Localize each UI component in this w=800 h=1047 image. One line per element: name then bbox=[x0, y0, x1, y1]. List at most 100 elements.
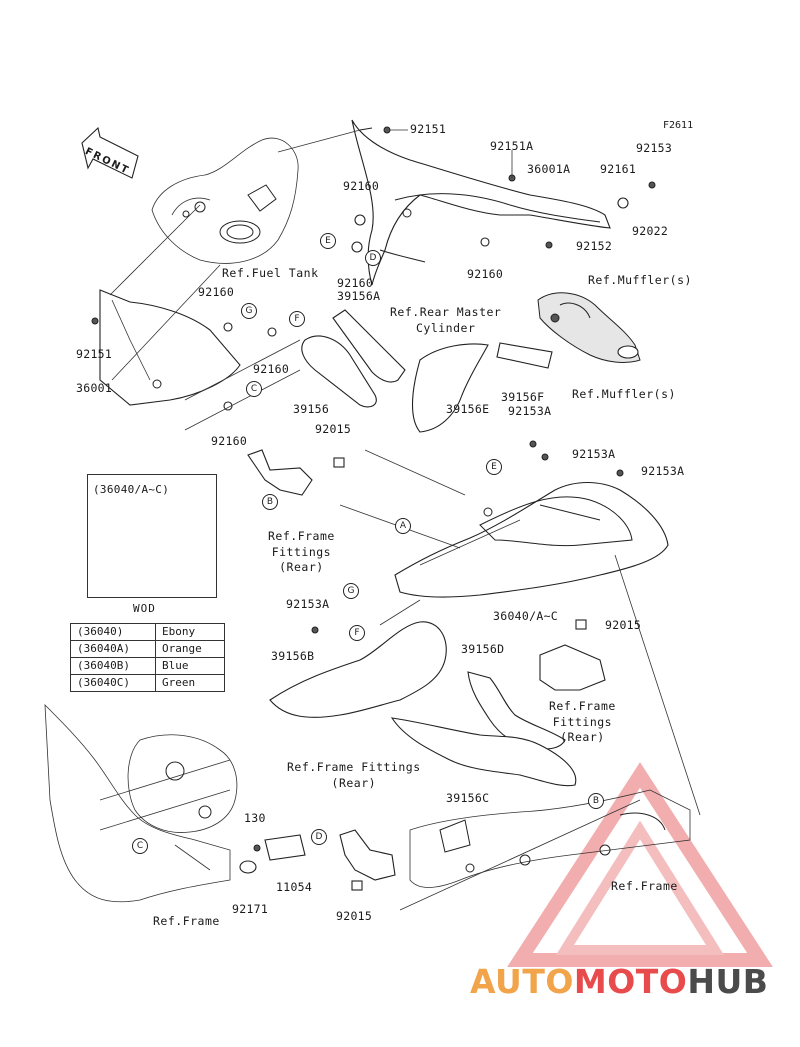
leader-lines bbox=[99, 129, 701, 911]
color-row: (36040A) Orange bbox=[70, 640, 225, 658]
pad-39156A bbox=[332, 309, 406, 383]
color-row: (36040C) Green bbox=[70, 674, 225, 692]
callout-letter: C bbox=[132, 838, 148, 854]
watermark-logo: AUTOMOTOHUB bbox=[470, 962, 768, 1001]
part-label: 92160 bbox=[343, 179, 380, 193]
part-label: 39156D bbox=[461, 642, 505, 656]
pad-39156B bbox=[269, 621, 447, 718]
part-label: 39156A bbox=[337, 289, 381, 303]
part-label: 92153 bbox=[636, 141, 673, 155]
callout-letter: G bbox=[343, 583, 359, 599]
part-label: 92160 bbox=[253, 362, 290, 376]
part-label: 92160 bbox=[337, 276, 374, 290]
ref-frame-right: Ref.Frame bbox=[611, 879, 678, 893]
part-label: 92153A bbox=[572, 447, 616, 461]
color-name: Orange bbox=[155, 640, 225, 658]
watermark-part-moto: MOTO bbox=[573, 962, 688, 1001]
part-label: 92015 bbox=[336, 909, 373, 923]
part-36040-seat-cowl bbox=[394, 482, 669, 598]
callout-letter: B bbox=[262, 494, 278, 510]
ref-muffler-top: Ref.Muffler(s) bbox=[588, 273, 692, 287]
color-row: (36040) Ebony bbox=[70, 623, 225, 641]
part-label: 92160 bbox=[467, 267, 504, 281]
pad-39156E bbox=[412, 343, 489, 433]
part-label: 130 bbox=[244, 811, 266, 825]
color-code: (36040A) bbox=[70, 640, 156, 658]
callout-letter: F bbox=[289, 311, 305, 327]
callout-letter: C bbox=[246, 381, 262, 397]
color-name: Green bbox=[155, 674, 225, 692]
pad-39156D bbox=[467, 671, 566, 750]
part-label: 92151 bbox=[410, 122, 447, 136]
watermark-part-hub: HUB bbox=[687, 962, 769, 1001]
part-label: 11054 bbox=[276, 880, 313, 894]
part-label: 36040/A~C bbox=[493, 609, 559, 623]
part-label: 92015 bbox=[315, 422, 352, 436]
grommet-92171 bbox=[239, 860, 257, 874]
part-label: 92161 bbox=[600, 162, 637, 176]
color-code: (36040C) bbox=[70, 674, 156, 692]
color-name: Blue bbox=[155, 657, 225, 675]
ref-frame-left: Ref.Frame bbox=[153, 914, 220, 928]
part-label: 92152 bbox=[576, 239, 613, 253]
part-label: 92022 bbox=[632, 224, 669, 238]
ref-frame-fittings-right: Ref.Frame Fittings (Rear) bbox=[549, 699, 616, 744]
part-label: 36001A bbox=[527, 162, 571, 176]
fuel-tank-outline bbox=[151, 137, 299, 264]
color-row: (36040B) Blue bbox=[70, 657, 225, 675]
frame-left bbox=[44, 703, 238, 903]
ref-rear-master-cylinder: Ref.Rear Master Cylinder bbox=[390, 305, 502, 335]
watermark-part-auto: AUTO bbox=[470, 962, 574, 1001]
part-label: 92153A bbox=[286, 597, 330, 611]
pad-39156F bbox=[496, 342, 553, 369]
part-36001-side-cover bbox=[99, 289, 241, 406]
part-label: 92160 bbox=[211, 434, 248, 448]
ref-fuel-tank: Ref.Fuel Tank bbox=[222, 266, 319, 280]
part-label: 92151A bbox=[490, 139, 534, 153]
color-code: (36040) bbox=[70, 623, 156, 641]
ref-frame-fittings-bottom: Ref.Frame Fittings (Rear) bbox=[287, 760, 421, 790]
wod-inset-box bbox=[87, 474, 217, 598]
callout-letter: F bbox=[349, 625, 365, 641]
pad-39156 bbox=[301, 335, 377, 408]
color-name: Ebony bbox=[155, 623, 225, 641]
callout-letter: B bbox=[588, 793, 604, 809]
part-label: 39156B bbox=[271, 649, 315, 663]
color-code: (36040B) bbox=[70, 657, 156, 675]
watermark-triangle bbox=[507, 762, 773, 967]
callout-letter: A bbox=[395, 518, 411, 534]
frame-fittings-right bbox=[539, 644, 606, 691]
callout-letter: D bbox=[311, 829, 327, 845]
ref-frame-fittings-left: Ref.Frame Fittings (Rear) bbox=[268, 529, 335, 574]
frame-right bbox=[409, 789, 691, 888]
pad-39156C bbox=[390, 717, 577, 787]
callout-letter: G bbox=[241, 303, 257, 319]
part-label: 92153A bbox=[641, 464, 685, 478]
color-code-table: (36040) Ebony (36040A) Orange (36040B) B… bbox=[70, 623, 225, 692]
part-label: 39156E bbox=[446, 402, 490, 416]
frame-fittings-left bbox=[247, 449, 313, 496]
part-label: 39156F bbox=[501, 390, 545, 404]
callout-letter: E bbox=[320, 233, 336, 249]
front-arrow-icon bbox=[81, 126, 139, 179]
wod-inset-title: (36040/A~C) bbox=[93, 483, 170, 496]
figure-code: F2611 bbox=[663, 120, 694, 131]
part-label: 92160 bbox=[198, 285, 235, 299]
callout-letter: E bbox=[486, 459, 502, 475]
frame-fittings-bottom bbox=[339, 829, 396, 881]
part-label: 39156 bbox=[293, 402, 330, 416]
muffler-outline bbox=[537, 292, 641, 363]
part-36001A-cowl bbox=[351, 119, 611, 286]
part-label: 39156C bbox=[446, 791, 490, 805]
ref-muffler-bottom: Ref.Muffler(s) bbox=[572, 387, 676, 401]
part-label: 92171 bbox=[232, 902, 269, 916]
bracket-11054 bbox=[264, 834, 306, 861]
part-label: 36001 bbox=[76, 381, 113, 395]
callout-letter: D bbox=[365, 250, 381, 266]
part-label: 92015 bbox=[605, 618, 642, 632]
fasteners bbox=[91, 126, 656, 891]
wod-label: WOD bbox=[133, 602, 156, 615]
part-label: 92153A bbox=[508, 404, 552, 418]
part-label: 92151 bbox=[76, 347, 113, 361]
